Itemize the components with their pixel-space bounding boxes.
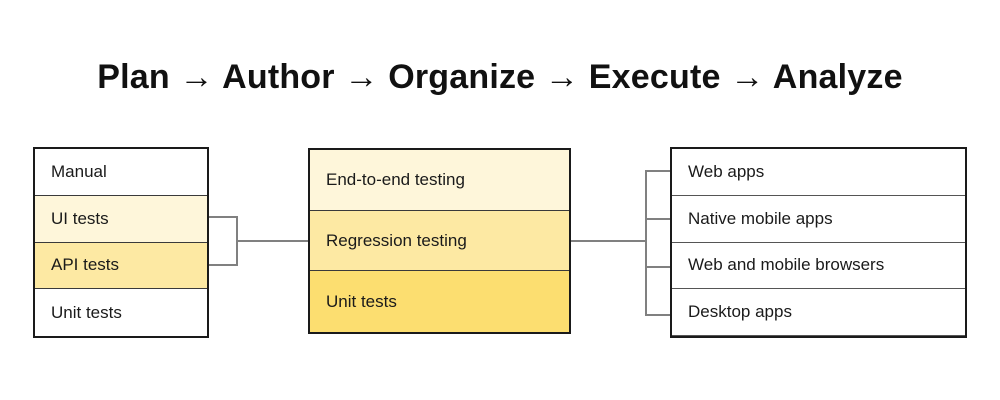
page-title: Plan → Author → Organize → Execute → Ana… bbox=[97, 58, 903, 96]
list-item-regression-testing[interactable]: Regression testing bbox=[310, 210, 569, 272]
row-label: Unit tests bbox=[326, 291, 397, 311]
connector-web-and-mobile-browsers-stub bbox=[645, 266, 672, 268]
list-item-end-to-end-testing[interactable]: End-to-end testing bbox=[310, 150, 569, 211]
row-label: UI tests bbox=[51, 208, 109, 228]
list-item-ui-tests[interactable]: UI tests bbox=[35, 195, 207, 243]
row-label: Desktop apps bbox=[688, 302, 792, 322]
connector-desktop-apps-stub bbox=[645, 314, 672, 316]
connector-api-tests-stub bbox=[209, 264, 238, 266]
row-label: End-to-end testing bbox=[326, 169, 465, 189]
list-item-desktop-apps[interactable]: Desktop apps bbox=[672, 289, 965, 336]
row-label: Web apps bbox=[688, 161, 765, 181]
test-levels-column: End-to-end testing Regression testing Un… bbox=[308, 148, 571, 334]
application-targets-column: Web apps Native mobile apps Web and mobi… bbox=[670, 147, 967, 338]
connector-web-apps-stub bbox=[645, 170, 672, 172]
row-label: Web and mobile browsers bbox=[688, 255, 885, 275]
list-item-middle-unit-tests[interactable]: Unit tests bbox=[310, 271, 569, 332]
connector-middle-to-right bbox=[571, 240, 647, 242]
connector-native-mobile-apps-stub bbox=[645, 218, 672, 220]
connector-right-spine bbox=[645, 170, 647, 316]
row-label: Manual bbox=[51, 161, 107, 181]
list-item-web-apps[interactable]: Web apps bbox=[672, 149, 965, 196]
list-item-native-mobile-apps[interactable]: Native mobile apps bbox=[672, 195, 965, 243]
row-label: Native mobile apps bbox=[688, 208, 833, 228]
test-types-column: Manual UI tests API tests Unit tests bbox=[33, 147, 209, 338]
row-label: Regression testing bbox=[326, 230, 467, 250]
list-item-web-and-mobile-browsers[interactable]: Web and mobile browsers bbox=[672, 242, 965, 290]
list-item-unit-tests[interactable]: Unit tests bbox=[35, 289, 207, 336]
list-item-api-tests[interactable]: API tests bbox=[35, 242, 207, 290]
connector-ui-tests-stub bbox=[209, 216, 238, 218]
row-label: API tests bbox=[51, 255, 120, 275]
list-item-manual[interactable]: Manual bbox=[35, 149, 207, 196]
connector-left-to-middle bbox=[236, 240, 308, 242]
row-label: Unit tests bbox=[51, 302, 122, 322]
